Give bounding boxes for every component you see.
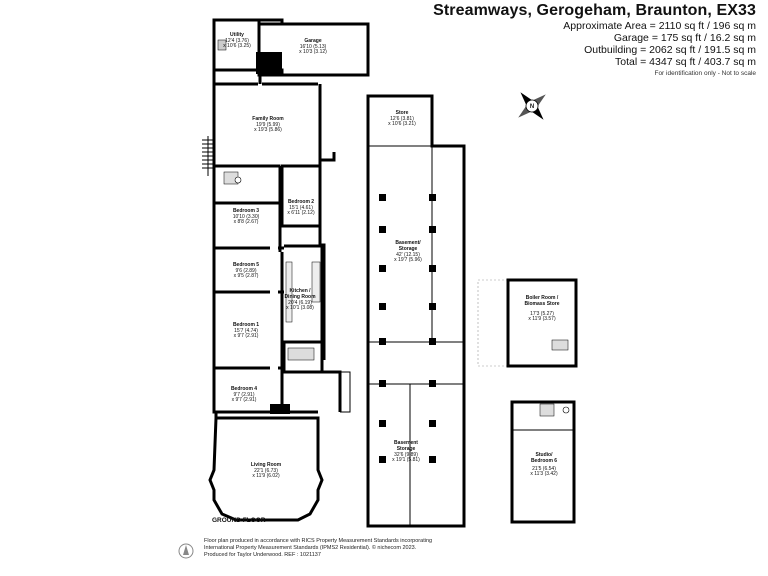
- svg-text:Bedroom 4: Bedroom 4: [231, 386, 257, 392]
- svg-text:Basement/: Basement/: [395, 240, 421, 246]
- main-house: [202, 18, 370, 522]
- svg-text:x 11'3 (3.42): x 11'3 (3.42): [530, 471, 558, 477]
- studio: [510, 400, 576, 524]
- room-bedroom3: Bedroom 310'10 (3.30)x 8'8 (2.67): [233, 208, 260, 225]
- svg-text:Kitchen /: Kitchen /: [289, 288, 311, 294]
- svg-text:x 10'6 (3.21): x 10'6 (3.21): [388, 121, 416, 127]
- pillars: [379, 194, 436, 463]
- footer-line-3: Produced for Taylor Underwood. REF : 102…: [204, 552, 321, 558]
- svg-text:x 19'3 (5.86): x 19'3 (5.86): [254, 127, 282, 133]
- svg-text:x 10'1 (3.08): x 10'1 (3.08): [286, 305, 314, 311]
- svg-text:22'1 (6.73): 22'1 (6.73): [254, 468, 278, 474]
- garage-area: Garage = 175 sq ft / 16.2 sq m: [613, 32, 756, 44]
- svg-text:19'9 (5.99): 19'9 (5.99): [256, 122, 280, 128]
- svg-text:Basement: Basement: [394, 440, 418, 446]
- svg-text:x 8'8 (2.67): x 8'8 (2.67): [234, 219, 259, 225]
- svg-text:x 19'1 (5.81): x 19'1 (5.81): [392, 457, 420, 463]
- svg-text:20'4 (6.19): 20'4 (6.19): [288, 300, 312, 306]
- svg-text:x 10'6 (3.25): x 10'6 (3.25): [223, 43, 251, 49]
- svg-text:Bedroom 6: Bedroom 6: [531, 458, 557, 464]
- svg-text:Bedroom 2: Bedroom 2: [288, 199, 314, 205]
- page-title: Streamways, Gerogeham, Braunton, EX33: [433, 2, 756, 19]
- room-bedroom4: Bedroom 49'7 (2.91)x 9'7 (2.91): [231, 386, 257, 403]
- svg-text:42' (12.15): 42' (12.15): [396, 252, 420, 258]
- svg-text:x 11'9 (3.57): x 11'9 (3.57): [528, 316, 556, 322]
- disclaimer-note: For identification only - Not to scale: [654, 70, 756, 77]
- room-studio: Studio/Bedroom 6 21'5 (6.54)x 11'3 (3.42): [530, 452, 558, 477]
- svg-text:Living Room: Living Room: [251, 462, 282, 468]
- svg-text:9'6 (2.89): 9'6 (2.89): [236, 268, 257, 274]
- approx-area: Approximate Area = 2110 sq ft / 196 sq m: [563, 20, 756, 32]
- svg-text:Bedroom 3: Bedroom 3: [233, 208, 259, 214]
- svg-text:17'3 (5.27): 17'3 (5.27): [530, 311, 554, 317]
- svg-text:10'10 (3.30): 10'10 (3.30): [233, 214, 260, 220]
- svg-text:x 9'7 (2.91): x 9'7 (2.91): [232, 397, 257, 403]
- svg-text:Family Room: Family Room: [252, 116, 284, 122]
- room-bedroom5: Bedroom 59'6 (2.89)x 9'5 (2.87): [233, 262, 259, 279]
- svg-text:16'10 (5.13): 16'10 (5.13): [300, 44, 327, 50]
- svg-text:12'6 (3.81): 12'6 (3.81): [390, 116, 414, 122]
- total-area: Total = 4347 sq ft / 403.7 sq m: [615, 56, 756, 68]
- svg-text:x 10'3 (3.12): x 10'3 (3.12): [299, 49, 327, 55]
- svg-text:9'7 (2.91): 9'7 (2.91): [234, 392, 255, 398]
- svg-text:x 6'11 (2.12): x 6'11 (2.12): [287, 210, 315, 216]
- svg-text:x 9'5 (2.87): x 9'5 (2.87): [234, 273, 259, 279]
- room-bedroom2: Bedroom 215'1 (4.61)x 6'11 (2.12): [287, 199, 315, 216]
- svg-text:Utility: Utility: [230, 32, 244, 38]
- svg-text:Storage: Storage: [397, 446, 416, 452]
- room-boiler: Boiler Room /Biomass Store 17'3 (5.27)x 1…: [524, 295, 559, 322]
- svg-text:12'4 (3.76): 12'4 (3.76): [225, 38, 249, 44]
- room-bedroom1: Bedroom 115'7 (4.74)x 9'7 (2.91): [233, 322, 259, 339]
- svg-text:Biomass Store: Biomass Store: [524, 301, 559, 307]
- footer: Floor plan produced in accordance with R…: [204, 538, 432, 559]
- compass-letter: N: [530, 104, 534, 110]
- outbuilding-area: Outbuilding = 2062 sq ft / 191.5 sq m: [584, 44, 756, 56]
- svg-text:Bedroom 1: Bedroom 1: [233, 322, 259, 328]
- compass-icon: [518, 92, 546, 120]
- svg-text:Storage: Storage: [399, 246, 418, 252]
- footer-line-2: International Property Measurement Stand…: [204, 545, 417, 551]
- outbuilding: [366, 94, 466, 528]
- svg-text:Garage: Garage: [304, 38, 321, 44]
- svg-text:Dining Room: Dining Room: [284, 294, 316, 300]
- svg-text:Bedroom 5: Bedroom 5: [233, 262, 259, 268]
- svg-text:x 9'7 (2.91): x 9'7 (2.91): [234, 333, 259, 339]
- boiler-room: [477, 278, 578, 368]
- svg-text:Boiler Room /: Boiler Room /: [526, 295, 559, 301]
- svg-text:32'6 (9.89): 32'6 (9.89): [394, 452, 418, 458]
- svg-text:x 11'9 (6.02): x 11'9 (6.02): [252, 473, 280, 479]
- floor-label: GROUND FLOOR: [212, 517, 266, 524]
- svg-text:Studio/: Studio/: [536, 452, 554, 458]
- svg-text:15'1 (4.61): 15'1 (4.61): [289, 205, 313, 211]
- rics-logo-icon: [178, 543, 194, 559]
- footer-line-1: Floor plan produced in accordance with R…: [204, 538, 433, 544]
- svg-text:Store: Store: [396, 110, 409, 116]
- svg-text:x 19'7 (5.96): x 19'7 (5.96): [394, 257, 422, 263]
- svg-text:21'5 (6.54): 21'5 (6.54): [532, 466, 556, 472]
- svg-text:15'7 (4.74): 15'7 (4.74): [234, 328, 258, 334]
